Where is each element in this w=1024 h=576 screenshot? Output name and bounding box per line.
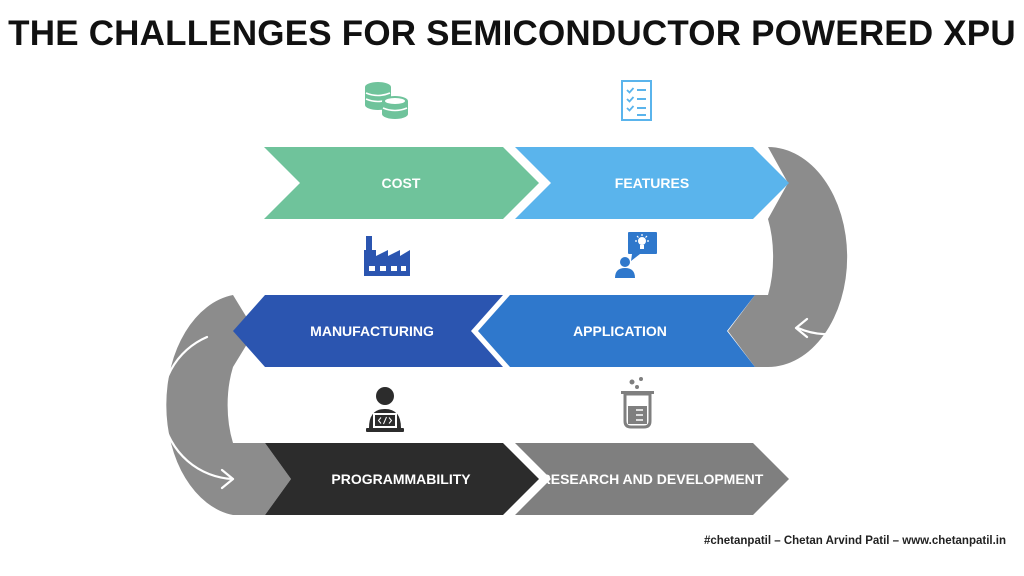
right-turn-connector — [728, 147, 848, 367]
step-research-label: RESEARCH AND DEVELOPMENT — [541, 471, 764, 487]
left-turn-arrow — [160, 335, 235, 490]
coder-laptop-icon — [366, 387, 404, 432]
checklist-icon — [621, 80, 652, 121]
step-features-label: FEATURES — [615, 175, 689, 191]
step-programmability-chevron — [265, 443, 539, 515]
right-turn-arrow — [794, 196, 900, 339]
coins-icon — [365, 82, 408, 119]
step-application-chevron — [478, 295, 755, 367]
step-manufacturing-chevron — [233, 295, 503, 367]
beaker-icon — [621, 377, 654, 429]
credit-text: #chetanpatil – Chetan Arvind Patil – www… — [703, 535, 1006, 547]
user-idea-icon — [615, 232, 657, 278]
left-turn-connector — [166, 295, 291, 515]
step-programmability-label: PROGRAMMABILITY — [331, 471, 471, 487]
step-manufacturing-label: MANUFACTURING — [310, 323, 434, 339]
page-title: THE CHALLENGES FOR SEMICONDUCTOR POWERED… — [8, 14, 1016, 53]
factory-icon — [364, 236, 410, 276]
step-features-chevron — [515, 147, 789, 219]
step-application-label: APPLICATION — [573, 323, 667, 339]
step-research-chevron — [515, 443, 789, 515]
step-cost-chevron — [264, 147, 539, 219]
step-cost-label: COST — [382, 175, 421, 191]
